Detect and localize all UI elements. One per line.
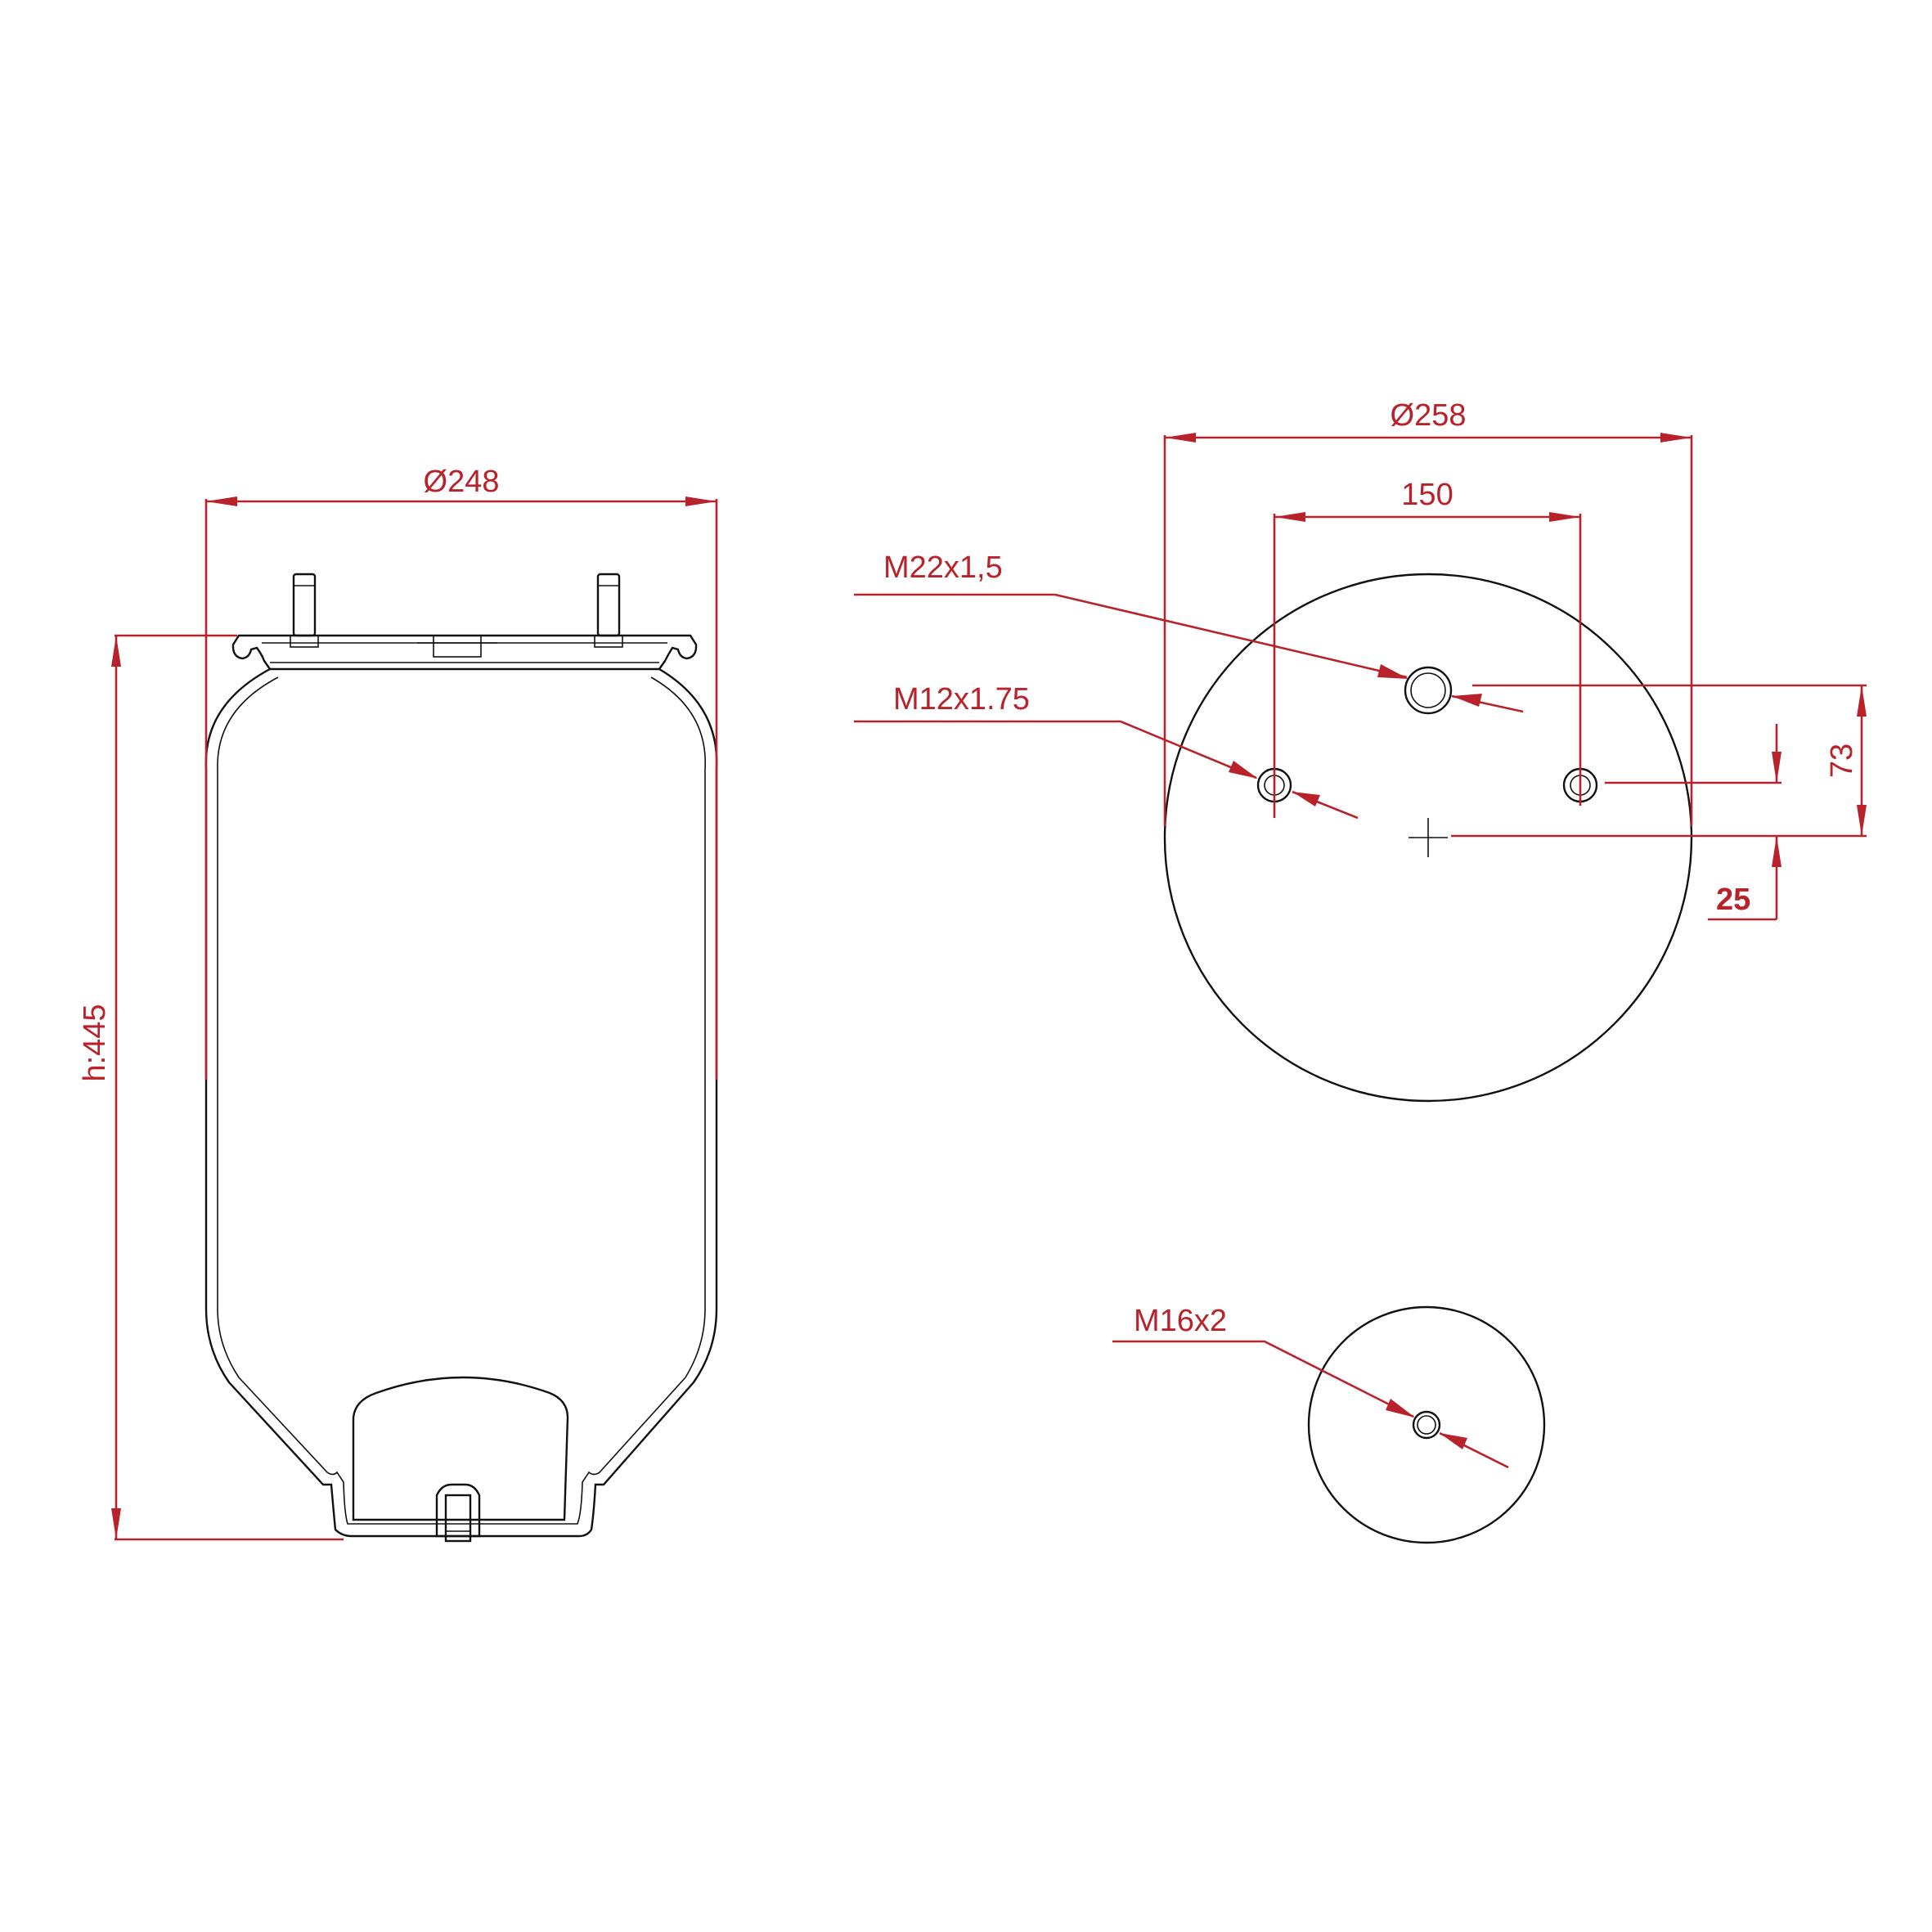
port-thread-label: M22x1,5 bbox=[883, 550, 1003, 585]
arrow-head bbox=[111, 1508, 121, 1539]
arrow-head bbox=[206, 496, 237, 506]
bolt-spacing-label: 150 bbox=[1401, 478, 1453, 512]
arrow-head bbox=[1229, 761, 1258, 779]
leader-line-bottom bbox=[1112, 1340, 1414, 1418]
bottom-stud bbox=[435, 1483, 481, 1543]
arrow-head bbox=[1660, 433, 1692, 443]
bottom-thread-hole bbox=[1412, 1410, 1441, 1440]
piston bbox=[352, 1376, 569, 1521]
bottom-thread-hole-inner bbox=[1417, 1415, 1436, 1435]
arrow-head bbox=[1549, 512, 1580, 522]
piston-bottom-circle bbox=[1307, 1305, 1546, 1544]
mounting-stud-left bbox=[290, 573, 319, 648]
side-view bbox=[204, 573, 718, 1543]
arrow-head bbox=[1772, 752, 1781, 783]
side-dimensions: Ø248 h:445 bbox=[78, 465, 718, 1541]
arrow-head bbox=[1772, 836, 1781, 867]
bellows-inner bbox=[217, 676, 706, 1525]
diameter-top-label: Ø258 bbox=[1391, 398, 1467, 433]
port-offset-label: 73 bbox=[1825, 744, 1859, 778]
arrow-head bbox=[1857, 685, 1867, 717]
bottom-view: M16x2 bbox=[1112, 1304, 1546, 1544]
bellows-outer bbox=[204, 667, 718, 1538]
height-label: h:445 bbox=[78, 1004, 112, 1081]
top-dimensions: Ø258 150 M22x1,5 M12x1.75 73 2 bbox=[854, 398, 1867, 921]
top-view bbox=[1163, 573, 1693, 1103]
arrow-head bbox=[1452, 694, 1482, 707]
arrow-head bbox=[1440, 1433, 1467, 1449]
arrow-head bbox=[1165, 433, 1196, 443]
arrow-head bbox=[1857, 805, 1867, 836]
stud-thread-label: M12x1.75 bbox=[893, 682, 1030, 717]
arrow-head bbox=[1274, 512, 1305, 522]
air-port-fitting bbox=[433, 635, 482, 658]
mounting-stud-right bbox=[594, 573, 623, 648]
bottom-thread-label: M16x2 bbox=[1134, 1304, 1227, 1338]
arrow-head bbox=[1386, 1399, 1415, 1418]
arrow-head bbox=[1377, 664, 1409, 679]
top-plate bbox=[231, 634, 698, 671]
arrow-head bbox=[1292, 792, 1320, 806]
arrow-head bbox=[685, 496, 717, 506]
leader-line-port bbox=[854, 593, 1408, 679]
diameter-side-label: Ø248 bbox=[424, 465, 500, 499]
air-port-hole bbox=[1404, 666, 1453, 715]
arrow-head bbox=[111, 636, 121, 667]
leader-line-stud bbox=[854, 720, 1257, 780]
stud-offset-label: 25 bbox=[1716, 883, 1750, 917]
top-plate-circle bbox=[1163, 573, 1693, 1103]
